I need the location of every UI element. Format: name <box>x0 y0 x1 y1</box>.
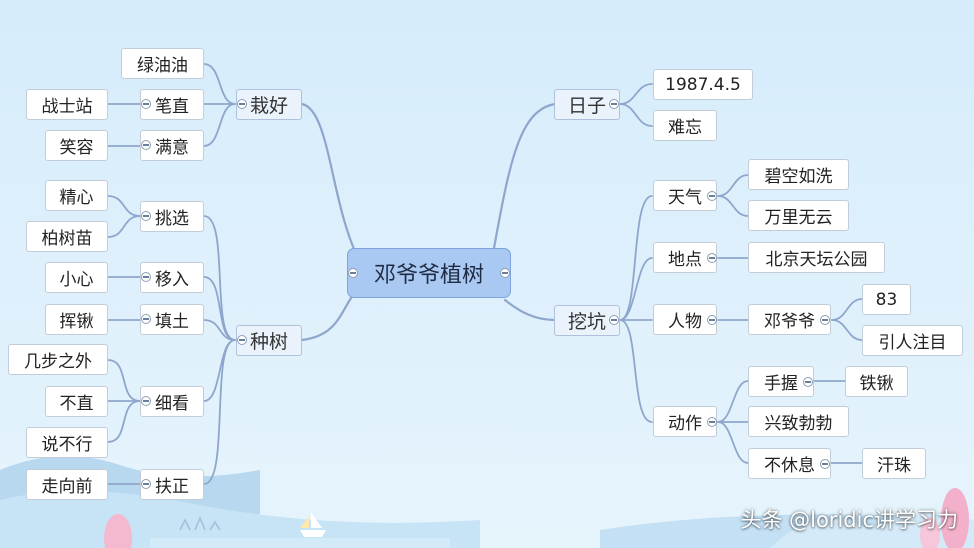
topic-bizhi[interactable]: 笔直 <box>140 89 204 120</box>
topic-dengyeye[interactable]: 邓爷爷 <box>748 304 831 335</box>
collapse-tianqi-icon[interactable] <box>707 191 717 201</box>
topic-yinrenzhumu[interactable]: 引人注目 <box>862 325 963 356</box>
topic-zouxiangqian[interactable]: 走向前 <box>26 469 108 500</box>
topic-renwu[interactable]: 人物 <box>653 304 717 335</box>
collapse-zhongshu-icon[interactable] <box>237 335 247 345</box>
topic-lvyouyou[interactable]: 绿油油 <box>121 48 204 79</box>
collapse-buxiuxi-icon[interactable] <box>820 459 830 469</box>
topic-xiaoxin[interactable]: 小心 <box>45 262 108 293</box>
pink-tree-left <box>104 514 132 548</box>
topic-baishumiao[interactable]: 柏树苗 <box>26 221 108 252</box>
collapse-renwu-icon[interactable] <box>707 315 717 325</box>
collapse-xikan-icon[interactable] <box>141 396 151 406</box>
collapse-tiantu-icon[interactable] <box>141 314 151 324</box>
topic-shuobuxing[interactable]: 说不行 <box>26 427 108 458</box>
collapse-shouwo-icon[interactable] <box>803 377 813 387</box>
connector-central-wakeng <box>503 298 557 322</box>
topic-yiru[interactable]: 移入 <box>140 262 204 293</box>
topic-83[interactable]: 83 <box>862 284 911 315</box>
topic-manyi[interactable]: 满意 <box>140 130 204 161</box>
topic-zaihao[interactable]: 栽好 <box>236 89 302 120</box>
connector-central-zaihao <box>300 102 360 260</box>
topic-beijingtiantan[interactable]: 北京天坛公园 <box>748 242 885 273</box>
topic-zhongshu[interactable]: 种树 <box>236 325 302 356</box>
collapse-zaihao-icon[interactable] <box>237 99 247 109</box>
collapse-bizhi-icon[interactable] <box>141 99 151 109</box>
collapse-fuzheng-icon[interactable] <box>141 479 151 489</box>
connector-central-rizi <box>492 102 557 250</box>
topic-jibuzhiwai[interactable]: 几步之外 <box>8 344 108 375</box>
collapse-didian-icon[interactable] <box>707 253 717 263</box>
central-topic[interactable]: 邓爷爷植树 <box>347 248 511 298</box>
collapse-dengyeye-icon[interactable] <box>820 315 830 325</box>
topic-didian[interactable]: 地点 <box>653 242 717 273</box>
watermark: 头条 @loridic讲学习力 <box>740 508 958 532</box>
topic-date[interactable]: 1987.4.5 <box>653 69 753 100</box>
collapse-right-icon[interactable] <box>500 268 510 278</box>
pink-tree-right <box>941 488 969 548</box>
collapse-yiru-icon[interactable] <box>141 272 151 282</box>
collapse-wakeng-icon[interactable] <box>609 315 619 325</box>
topic-buxiuxi[interactable]: 不休息 <box>748 448 831 479</box>
topic-tieqiao[interactable]: 铁锹 <box>845 366 908 397</box>
collapse-dongzuo-icon[interactable] <box>707 417 717 427</box>
topic-wanliwuyun[interactable]: 万里无云 <box>748 200 849 231</box>
topic-huiqiao[interactable]: 挥锹 <box>45 304 108 335</box>
topic-hanzhu[interactable]: 汗珠 <box>862 448 926 479</box>
collapse-manyi-icon[interactable] <box>141 140 151 150</box>
topic-tianqi[interactable]: 天气 <box>653 180 717 211</box>
topic-nanwang[interactable]: 难忘 <box>653 110 717 141</box>
topic-zhanshizhan[interactable]: 战士站 <box>26 89 108 120</box>
topic-xingzhibobo[interactable]: 兴致勃勃 <box>748 406 849 437</box>
collapse-left-icon[interactable] <box>348 268 358 278</box>
topic-buzhi[interactable]: 不直 <box>45 386 108 417</box>
topic-bikongruxi[interactable]: 碧空如洗 <box>748 159 849 190</box>
topic-jingxin[interactable]: 精心 <box>45 180 108 211</box>
topic-tiaoxuan[interactable]: 挑选 <box>140 201 204 232</box>
topic-xiaorong[interactable]: 笑容 <box>45 130 108 161</box>
collapse-tiaoxuan-icon[interactable] <box>141 211 151 221</box>
boat-icon <box>300 530 326 537</box>
collapse-rizi-icon[interactable] <box>609 99 619 109</box>
